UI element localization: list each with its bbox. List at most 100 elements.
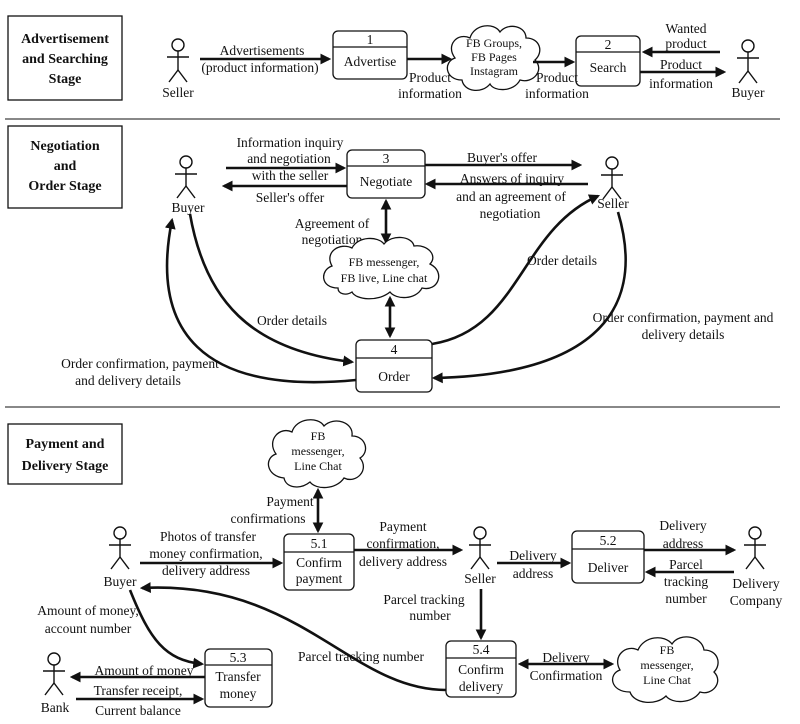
actor-label: Buyer	[732, 85, 765, 100]
process-transfer-money: 5.3 Transfer money	[204, 648, 273, 708]
stage-payment: Payment and Delivery Stage	[7, 423, 123, 485]
actor-seller: Seller	[464, 526, 496, 586]
process-name: Advertise	[344, 54, 396, 69]
actor-buyer: Buyer	[732, 39, 765, 100]
flow-label: Parcel tracking	[383, 592, 465, 607]
cloud-fb-groups: FB Groups, FB Pages Instagram	[446, 25, 541, 91]
flow-label: (product information)	[201, 60, 318, 75]
flow-label: Order confirmation, payment	[61, 356, 219, 371]
process-name: Search	[590, 60, 627, 75]
flow-label: Parcel tracking number	[298, 649, 424, 664]
flow-label: Transfer receipt,	[94, 683, 183, 698]
stage-title-line: and Searching	[22, 52, 108, 67]
cloud-text: FB messenger,	[349, 255, 420, 269]
cloud-text: FB Groups,	[466, 36, 522, 50]
flow-label: and an agreement of	[456, 189, 566, 204]
flow-arrow	[431, 194, 601, 346]
flow-label: Product	[536, 70, 578, 85]
process-name: Transfer	[215, 669, 261, 684]
flow-label: Advertisements	[220, 43, 305, 58]
process-name: Confirm	[296, 555, 342, 570]
flow-label: confirmation,	[366, 536, 439, 551]
stage-title-line: Negotiation	[30, 139, 99, 154]
process-name: delivery	[459, 679, 503, 694]
process-name: Deliver	[588, 560, 629, 575]
flow-arrow	[188, 213, 355, 367]
cloud-fb-messenger: FB messenger, FB live, Line chat	[323, 236, 440, 300]
flow-label: money confirmation,	[149, 546, 262, 561]
process-name: money	[220, 686, 257, 701]
flow-label: Amount of money,	[37, 603, 139, 618]
flow-label: Confirmation	[530, 668, 603, 683]
stage-negotiation: Negotiation and Order Stage	[7, 125, 123, 209]
process-advertise: 1 Advertise	[332, 30, 408, 80]
process-deliver: 5.2 Deliver	[571, 530, 645, 584]
flow-label: Seller's offer	[256, 190, 325, 205]
actor-label: Bank	[41, 700, 70, 715]
flow-label: number	[665, 591, 707, 606]
flow-label: Current balance	[95, 703, 181, 718]
flow-arrow	[164, 217, 357, 384]
stage-title-line: Advertisement	[21, 32, 109, 47]
stage-title-line: and	[54, 159, 77, 174]
flow-label: information	[649, 76, 713, 91]
actor-label: Company	[730, 593, 783, 608]
actor-label: Seller	[162, 85, 194, 100]
stage-title-line: Delivery Stage	[22, 459, 109, 474]
cloud-text: Instagram	[470, 64, 519, 78]
cloud-fb-messenger: FB messenger, Line Chat	[611, 636, 719, 703]
actor-label: Buyer	[104, 574, 137, 589]
flow-label: Product	[660, 57, 702, 72]
process-search: 2 Search	[575, 35, 641, 87]
flow-label: information	[525, 86, 589, 101]
flow-label: Information inquiry	[237, 135, 344, 150]
flow-label: Photos of transfer	[160, 529, 256, 544]
process-negotiate: 3 Negotiate	[346, 149, 426, 199]
cloud-text: FB	[311, 429, 326, 443]
stage-title-line: Stage	[49, 72, 82, 87]
flow-label: Payment	[266, 494, 313, 509]
flow-label: Answers of inquiry	[460, 171, 564, 186]
flow-label: information	[398, 86, 462, 101]
flow-label: Delivery	[509, 548, 556, 563]
flow-label: delivery details	[642, 327, 725, 342]
actor-buyer: Buyer	[104, 526, 137, 589]
process-number: 5.3	[230, 650, 247, 665]
actor-bank: Bank	[41, 652, 70, 715]
flow-label: negotiation	[302, 232, 363, 247]
process-number: 1	[367, 32, 374, 47]
flow-label: Delivery	[659, 518, 706, 533]
cloud-text: Line Chat	[294, 459, 342, 473]
cloud-text: FB Pages	[471, 50, 517, 64]
flow-arrow	[128, 589, 205, 669]
process-confirm-payment: 5.1 Confirm payment	[283, 533, 355, 591]
actor-delivery-company: Delivery Company	[730, 526, 783, 608]
actor-label: Seller	[464, 571, 496, 586]
flow-label: Order details	[527, 253, 597, 268]
flow-label: Payment	[379, 519, 426, 534]
actor-label: Seller	[597, 196, 629, 211]
flow-label: Delivery	[542, 650, 589, 665]
flow-label: number	[409, 608, 451, 623]
flow-label: Order details	[257, 313, 327, 328]
flow-label: and delivery details	[75, 373, 181, 388]
stage-advertisement: Advertisement and Searching Stage	[7, 15, 123, 101]
process-number: 3	[383, 151, 390, 166]
cloud-text: FB	[660, 643, 675, 657]
flow-label: Buyer's offer	[467, 150, 538, 165]
flow-label: address	[663, 536, 704, 551]
actor-seller: Seller	[597, 156, 629, 211]
flow-label: Amount of money	[95, 663, 194, 678]
stage-title-line: Payment and	[26, 437, 105, 452]
actor-label: Delivery	[732, 576, 779, 591]
process-number: 5.4	[473, 642, 490, 657]
actor-seller: Seller	[162, 38, 194, 100]
flow-label: Order confirmation, payment and	[593, 310, 774, 325]
flow-label: and negotiation	[247, 151, 331, 166]
flow-arrow	[431, 211, 627, 384]
flow-label: Agreement of	[295, 216, 370, 231]
flow-label: delivery address	[359, 554, 447, 569]
cloud-text: FB live, Line chat	[341, 271, 428, 285]
process-name: payment	[296, 571, 343, 586]
